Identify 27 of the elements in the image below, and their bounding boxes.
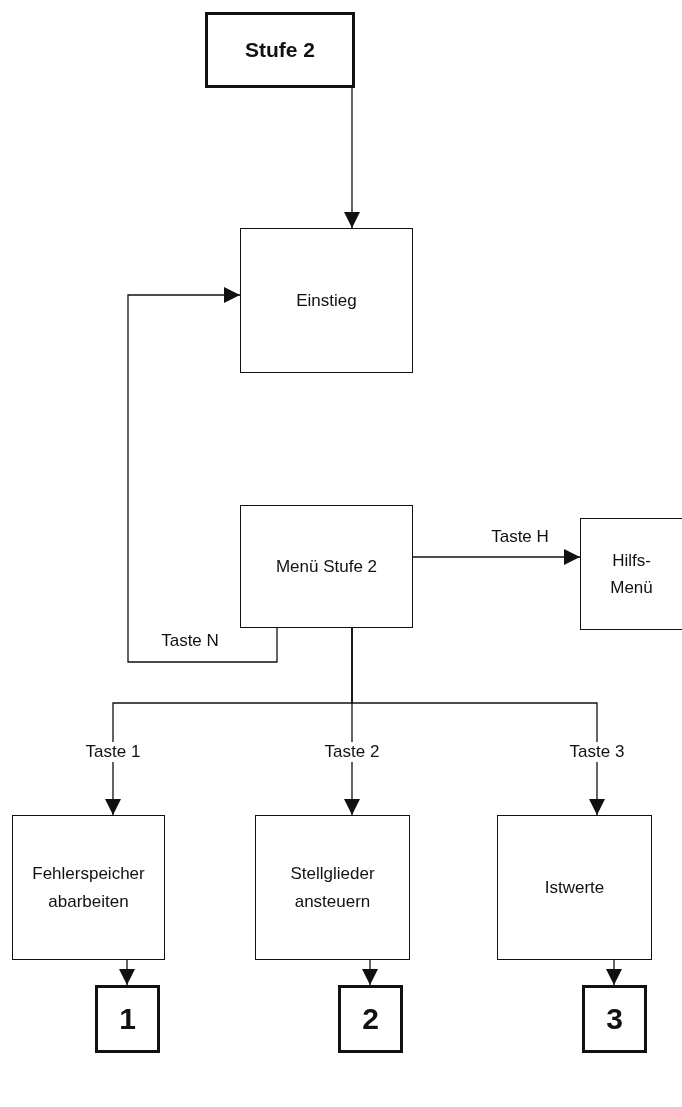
arrow: [606, 959, 622, 986]
arrow: [344, 87, 360, 229]
node-label: Einstieg: [296, 289, 357, 312]
process-box: [12, 815, 165, 960]
title-box: [205, 12, 355, 88]
title-box: [338, 985, 403, 1053]
title-box: [582, 985, 647, 1053]
process-box: [240, 505, 413, 628]
arrow: [119, 959, 135, 986]
process-box: [580, 518, 682, 630]
node-label: Menü Stufe 2: [275, 555, 378, 578]
arrow: [127, 287, 278, 663]
node-label: Fehlerspeicher abarbeiten: [31, 863, 146, 913]
node-label: 2: [362, 1001, 379, 1037]
process-box: [255, 815, 410, 960]
node-label: 1: [119, 1001, 136, 1037]
arrow: [412, 549, 581, 565]
node-label: 3: [606, 1001, 623, 1037]
arrow: [351, 627, 605, 816]
node-label: Stufe 2: [245, 37, 315, 64]
title-box: [95, 985, 160, 1053]
node-label: Hilfs- Menü: [609, 549, 654, 599]
node-label: Stellglieder ansteuern: [289, 863, 376, 913]
process-box: [240, 228, 413, 373]
node-label: Istwerte: [544, 876, 605, 899]
process-box: [497, 815, 652, 960]
arrow: [362, 959, 378, 986]
